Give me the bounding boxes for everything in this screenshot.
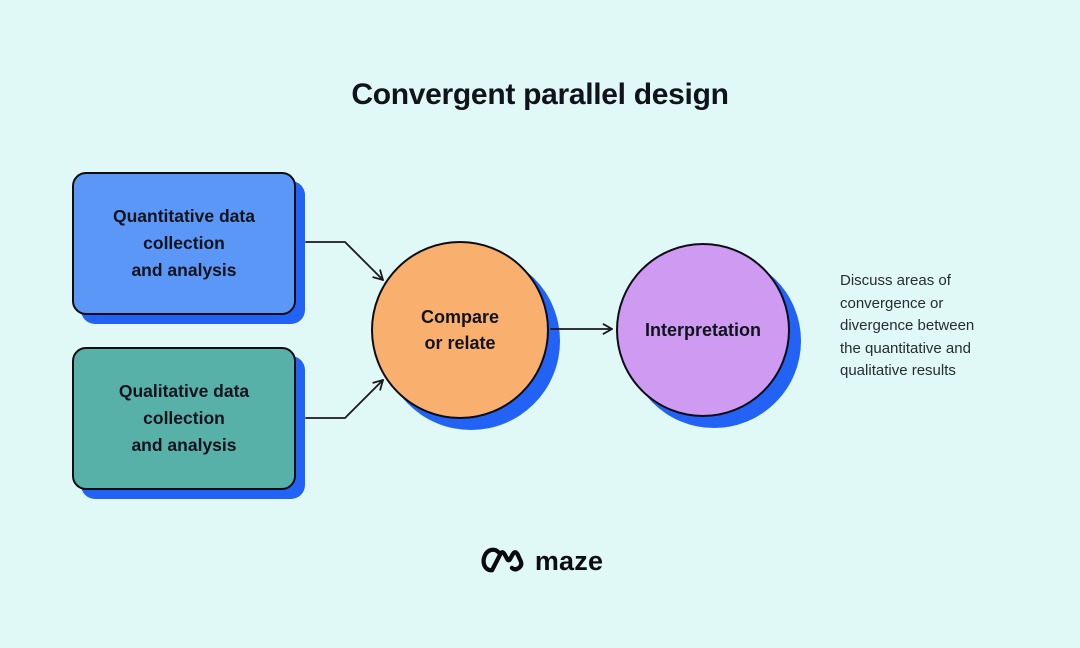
brand-name: maze [534, 545, 604, 576]
annotation-text: Discuss areas of convergence or divergen… [840, 272, 975, 380]
node-quantitative: Quantitative data collection and analysi… [72, 172, 296, 315]
arrowhead-qualitative [372, 379, 384, 391]
arrow-qualitative-to-compare [305, 379, 384, 419]
page-title: Convergent parallel design [351, 78, 729, 111]
arrow-quantitative-to-compare [305, 241, 384, 281]
node-compare-label: Compare or relate [420, 307, 500, 353]
brand-footer: maze [477, 543, 603, 579]
node-interpretation-label: Interpretation [644, 320, 761, 340]
node-qualitative: Qualitative data collection and analysis [72, 347, 296, 490]
arrowhead-interpretation [602, 323, 613, 335]
node-qualitative-label: Qualitative data collection and analysis [118, 381, 250, 455]
maze-logo-icon [481, 547, 524, 573]
arrowhead-quantitative [372, 269, 384, 281]
node-interpretation: Interpretation [616, 243, 790, 417]
node-quantitative-label: Quantitative data collection and analysi… [113, 206, 255, 280]
node-compare-or-relate: Compare or relate [371, 241, 549, 419]
